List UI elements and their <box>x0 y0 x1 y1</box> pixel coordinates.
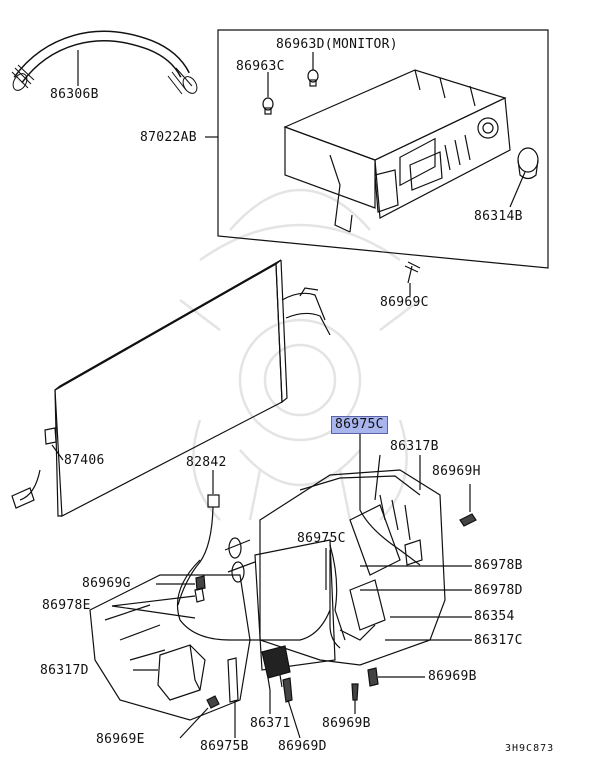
sensor-82842 <box>177 494 220 606</box>
part-label-87406: 87406 <box>64 453 105 468</box>
part-label-86969D: 86969D <box>278 739 327 754</box>
part-label-86969B: 86969B <box>322 716 371 731</box>
part-label-86314B: 86314B <box>474 209 523 224</box>
wiring-harness <box>176 559 331 641</box>
part-label-86975B: 86975B <box>200 739 249 754</box>
relay-86371 <box>261 645 291 691</box>
part-label-86317B: 86317B <box>390 439 439 454</box>
part-label-86969E: 86969E <box>96 732 145 747</box>
hose-86306B <box>11 30 198 95</box>
screw-86969B-right <box>367 667 379 687</box>
screw-86969D <box>282 677 293 703</box>
leader-87406 <box>51 444 64 461</box>
screw-86969E <box>206 695 220 709</box>
leader-86969E <box>179 707 209 739</box>
control-panel-frame <box>217 29 549 269</box>
knob-86314B <box>517 147 539 180</box>
part-label-86975C-highlighted: 86975C <box>331 416 388 434</box>
leader-86969D <box>287 699 301 739</box>
harness-86975C-top <box>359 432 421 566</box>
part-label-86978B: 86978B <box>474 558 523 573</box>
refrigerant-pipes <box>281 287 331 336</box>
part-label-86963C: 86963C <box>236 59 285 74</box>
part-label-86317D: 86317D <box>40 663 89 678</box>
part-label-86978E: 86978E <box>42 598 91 613</box>
part-label-86371: 86371 <box>250 716 291 731</box>
screw-86969C <box>404 261 421 284</box>
part-label-86306B: 86306B <box>50 87 99 102</box>
part-label-86354: 86354 <box>474 609 515 624</box>
clip-86975B <box>227 657 239 703</box>
resistor-86317D <box>157 644 206 701</box>
part-label-86978D: 86978D <box>474 583 523 598</box>
part-label-86969C: 86969C <box>380 295 429 310</box>
screw-86969H <box>459 513 477 527</box>
leader-86978E-a <box>111 595 196 607</box>
screw-86969B-bottom <box>351 683 359 701</box>
clip-86978E <box>194 587 205 603</box>
leader-86978E-b <box>111 605 196 619</box>
part-label-86963D: 86963D(MONITOR) <box>276 37 398 52</box>
part-label-86317C: 86317C <box>474 633 523 648</box>
samurai-helmet-watermark <box>179 188 421 521</box>
heater-unit-assembly <box>89 469 446 721</box>
part-label-86975C: 86975C <box>297 531 346 546</box>
condenser-87406 <box>11 259 288 517</box>
harness-86975C-mid <box>329 550 341 649</box>
leader-86314B <box>509 171 526 208</box>
part-label-87022AB: 87022AB <box>140 130 197 145</box>
part-label-82842: 82842 <box>186 455 227 470</box>
bulb-86963D <box>307 69 319 87</box>
diagram-code: 3H9C873 <box>505 743 555 754</box>
bulb-86963C <box>262 97 274 115</box>
part-label-86969G: 86969G <box>82 576 131 591</box>
climate-control-panel <box>283 69 511 233</box>
part-label-86969B-right: 86969B <box>428 669 477 684</box>
screw-86969G <box>195 575 206 591</box>
part-label-86969H: 86969H <box>432 464 481 479</box>
leader-86975C-top <box>374 454 381 501</box>
